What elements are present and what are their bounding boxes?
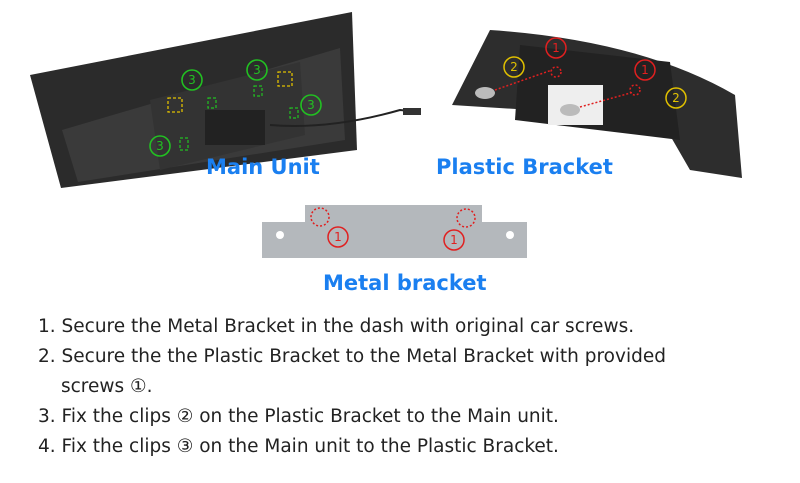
marker-3: 3 [253, 63, 261, 77]
marker-1: 1 [450, 233, 458, 247]
main-unit-image [30, 12, 421, 188]
step-4: 4. Fix the clips ③ on the Main unit to t… [38, 436, 559, 457]
metal-bracket-image [262, 205, 527, 258]
marker-1: 1 [334, 230, 342, 244]
main-unit-label: Main Unit [206, 155, 320, 179]
clip-3-markers [149, 59, 322, 157]
marker-1: 1 [641, 63, 649, 77]
metal-bracket-label: Metal bracket [323, 271, 487, 295]
marker-2: 2 [510, 60, 518, 74]
product-illustration: 3 3 3 3 1 1 2 2 1 1 [30, 12, 742, 258]
marker-3: 3 [307, 98, 315, 112]
step-2-continued: screws ①. [61, 376, 153, 397]
marker-3: 3 [188, 73, 196, 87]
marker-1: 1 [552, 41, 560, 55]
plastic-bracket-label: Plastic Bracket [436, 155, 613, 179]
step-2: 2. Secure the the Plastic Bracket to the… [38, 346, 666, 367]
marker-2: 2 [672, 91, 680, 105]
marker-3: 3 [156, 139, 164, 153]
plastic-bracket-image [452, 30, 742, 178]
step-3: 3. Fix the clips ② on the Plastic Bracke… [38, 406, 559, 427]
step-1: 1. Secure the Metal Bracket in the dash … [38, 316, 635, 337]
